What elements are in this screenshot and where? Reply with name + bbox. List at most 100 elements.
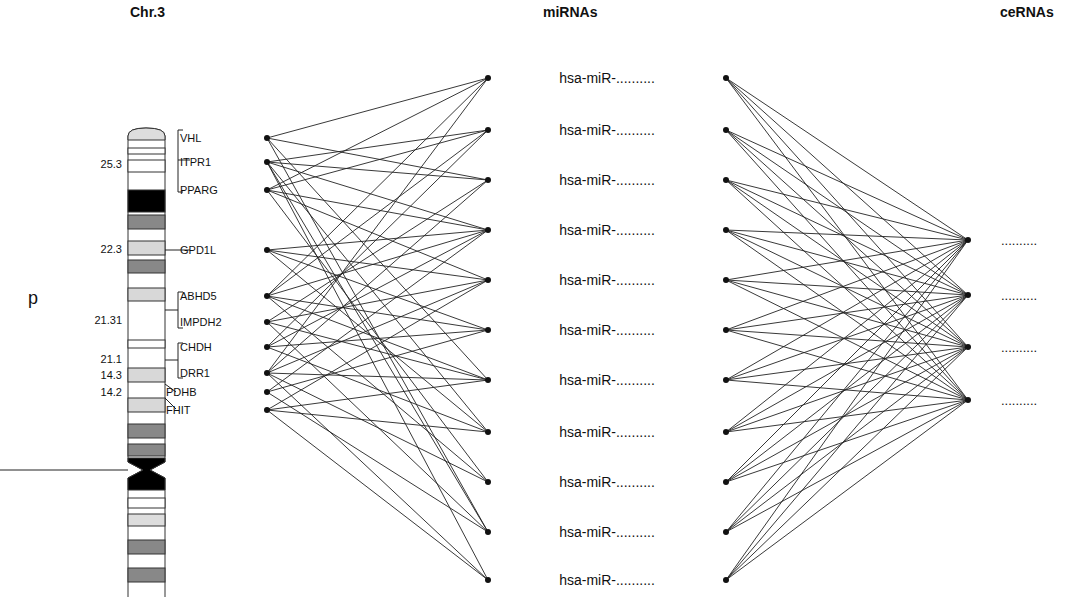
interaction-line bbox=[726, 130, 968, 240]
interaction-line bbox=[267, 190, 488, 280]
mirna-node: hsa-miR-.......... bbox=[485, 122, 729, 139]
node-dot bbox=[264, 389, 270, 395]
interaction-line bbox=[267, 190, 488, 482]
interaction-line bbox=[267, 162, 488, 580]
gene-node: FHIT bbox=[166, 403, 270, 417]
mirna-node: hsa-miR-.......... bbox=[485, 524, 729, 541]
band-number: 14.2 bbox=[101, 385, 122, 399]
interaction-line bbox=[726, 347, 968, 482]
mirna-node: hsa-miR-.......... bbox=[485, 474, 729, 491]
interaction-line bbox=[726, 180, 968, 295]
interaction-line bbox=[267, 180, 488, 322]
gene-node: GPD1L bbox=[180, 243, 270, 257]
node-dot bbox=[723, 577, 729, 583]
node-dot bbox=[723, 479, 729, 485]
interaction-line bbox=[726, 295, 968, 432]
node-dot bbox=[965, 292, 971, 298]
gene-node: CHDH bbox=[180, 340, 270, 354]
mirna-label: hsa-miR-.......... bbox=[485, 122, 729, 139]
interaction-line bbox=[267, 130, 488, 190]
mirna-node: hsa-miR-.......... bbox=[485, 70, 729, 87]
interaction-line bbox=[267, 230, 488, 392]
gene-label: GPD1L bbox=[180, 243, 270, 257]
interaction-line bbox=[726, 240, 968, 280]
interaction-line bbox=[267, 373, 488, 482]
mirna-label: hsa-miR-.......... bbox=[485, 322, 729, 339]
node-dot bbox=[264, 319, 270, 325]
interaction-line bbox=[267, 162, 488, 432]
cerna-label: .......... bbox=[1001, 339, 1084, 356]
interaction-line bbox=[267, 280, 488, 322]
interaction-line bbox=[267, 322, 488, 532]
interaction-line bbox=[267, 373, 488, 580]
cerna-node: .......... bbox=[965, 232, 1084, 249]
mirna-node: hsa-miR-.......... bbox=[485, 322, 729, 339]
interaction-line bbox=[267, 78, 488, 138]
interaction-line bbox=[267, 130, 488, 347]
mirna-node: hsa-miR-.......... bbox=[485, 222, 729, 239]
mirna-label: hsa-miR-.......... bbox=[485, 172, 729, 189]
interaction-line bbox=[267, 296, 488, 482]
gene-node: VHL bbox=[180, 131, 270, 145]
interaction-line bbox=[726, 78, 968, 240]
gene-brackets bbox=[0, 130, 190, 470]
gene-node: PPARG bbox=[180, 183, 270, 197]
band-number: 21.1 bbox=[101, 352, 122, 366]
interaction-line bbox=[267, 330, 488, 392]
mirna-label: hsa-miR-.......... bbox=[485, 222, 729, 239]
interaction-line bbox=[726, 240, 968, 532]
gene-label: FHIT bbox=[166, 403, 270, 417]
cerna-node: .......... bbox=[965, 339, 1084, 356]
node-dot bbox=[485, 75, 491, 81]
interaction-line bbox=[267, 250, 488, 330]
interaction-line bbox=[726, 78, 968, 295]
arm-label: p bbox=[28, 288, 38, 309]
interaction-line bbox=[726, 295, 968, 580]
interaction-line bbox=[267, 162, 488, 180]
gene-label: ITPR1 bbox=[180, 155, 270, 169]
interaction-line bbox=[267, 190, 488, 230]
cerna-node: .......... bbox=[965, 287, 1084, 304]
node-dot bbox=[485, 429, 491, 435]
node-dot bbox=[485, 577, 491, 583]
interaction-line bbox=[726, 280, 968, 295]
band-number: 22.3 bbox=[101, 242, 122, 256]
interaction-line bbox=[726, 78, 968, 400]
node-dot bbox=[264, 135, 270, 141]
cerna-node: .......... bbox=[965, 392, 1084, 409]
mirna-label: hsa-miR-.......... bbox=[485, 572, 729, 589]
interaction-line bbox=[726, 295, 968, 482]
interaction-line bbox=[726, 400, 968, 482]
gene-node: ITPR1 bbox=[180, 155, 270, 169]
node-dot bbox=[485, 277, 491, 283]
node-dot bbox=[264, 159, 270, 165]
interaction-line bbox=[726, 240, 968, 580]
node-dot bbox=[264, 407, 270, 413]
node-dot bbox=[723, 75, 729, 81]
gene-label: CHDH bbox=[180, 340, 270, 354]
interaction-line bbox=[267, 180, 488, 373]
gene-label: PDHB bbox=[166, 385, 270, 399]
interaction-line bbox=[726, 240, 968, 432]
mirna-label: hsa-miR-.......... bbox=[485, 474, 729, 491]
interaction-line bbox=[726, 380, 968, 400]
interaction-line bbox=[267, 280, 488, 373]
gene-node: IMPDH2 bbox=[180, 315, 270, 329]
interaction-line bbox=[726, 240, 968, 330]
interaction-line bbox=[726, 295, 968, 532]
node-dot bbox=[264, 344, 270, 350]
mirna-label: hsa-miR-.......... bbox=[485, 272, 729, 289]
node-dot bbox=[485, 529, 491, 535]
column-heading: Chr.3 bbox=[130, 4, 165, 21]
interaction-line bbox=[267, 322, 488, 380]
gene-label: ABHD5 bbox=[180, 289, 270, 303]
interaction-line bbox=[726, 180, 968, 240]
mirna-node: hsa-miR-.......... bbox=[485, 172, 729, 189]
node-dot bbox=[723, 227, 729, 233]
node-dot bbox=[485, 177, 491, 183]
node-dot bbox=[264, 247, 270, 253]
gene-node: DRR1 bbox=[180, 366, 270, 380]
column-heading: miRNAs bbox=[543, 4, 597, 21]
